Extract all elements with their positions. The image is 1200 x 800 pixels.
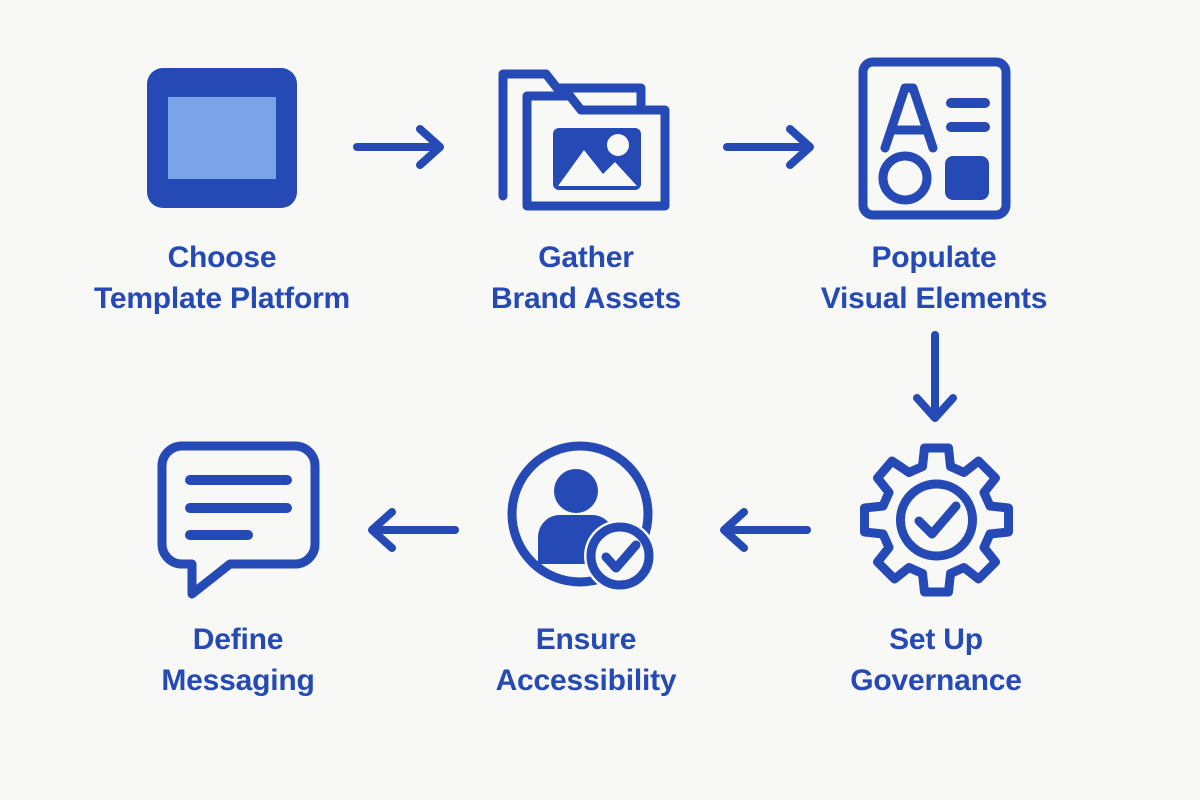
gear-check-icon xyxy=(854,440,1019,600)
process-step-populate-visual-elements[interactable]: Populate Visual Elements xyxy=(784,57,1084,319)
process-step-choose-template-platform[interactable]: Choose Template Platform xyxy=(72,58,372,319)
process-step-label: Define Messaging xyxy=(161,623,315,697)
monitor-screen-icon xyxy=(142,58,302,218)
process-step-gather-brand-assets[interactable]: Gather Brand Assets xyxy=(436,58,736,319)
arrow-right-icon xyxy=(722,122,822,177)
process-step-label: Choose Template Platform xyxy=(93,241,351,315)
process-step-define-messaging[interactable]: Define Messaging xyxy=(88,440,388,701)
design-panel-icon xyxy=(857,57,1012,219)
arrow-right-icon xyxy=(352,122,452,177)
process-step-ensure-accessibility[interactable]: Ensure Accessibility xyxy=(436,440,736,701)
process-step-label: Populate Visual Elements xyxy=(820,241,1048,315)
arrow-down-icon xyxy=(900,330,970,435)
person-check-circle-icon xyxy=(504,440,669,600)
arrow-left-icon xyxy=(712,505,812,560)
arrow-left-icon xyxy=(360,505,460,560)
process-step-label: Set Up Governance xyxy=(850,623,1022,697)
folder-stack-image-icon xyxy=(491,58,681,218)
process-step-label: Ensure Accessibility xyxy=(495,623,677,697)
process-step-label: Gather Brand Assets xyxy=(491,241,681,315)
process-step-set-up-governance[interactable]: Set Up Governance xyxy=(786,440,1086,701)
speech-bubble-lines-icon xyxy=(156,440,321,600)
